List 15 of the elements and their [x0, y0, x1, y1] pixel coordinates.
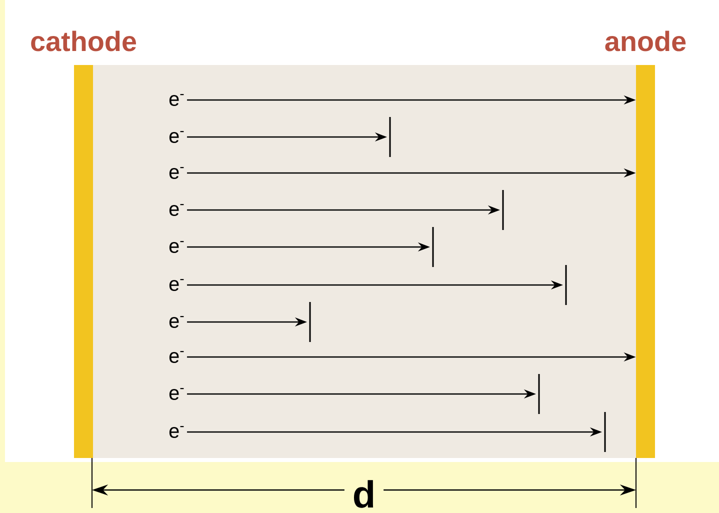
electron-label: e$^{-}$ — [169, 316, 184, 328]
electrode-plate: cathode — [31, 30, 136, 458]
electron-label: e$^{-}$ — [169, 241, 184, 253]
electron-label: e$^{-}$ — [169, 279, 184, 291]
electron-label: e$^{-}$ — [169, 94, 184, 106]
electron-label: e$^{-}$ — [169, 351, 184, 363]
electron-label: e$^{-}$ — [169, 426, 184, 438]
electron-label: e$^{-}$ — [169, 388, 184, 400]
electron-label: e$^{-}$ — [169, 167, 184, 179]
node-label: cathode — [31, 30, 136, 52]
dimension-label: d — [344, 480, 384, 508]
electron-label: e$^{-}$ — [169, 204, 184, 216]
electron-label: e$^{-}$ — [169, 131, 184, 143]
electrode-plate: anode — [605, 30, 686, 458]
node-label: anode — [605, 30, 686, 52]
